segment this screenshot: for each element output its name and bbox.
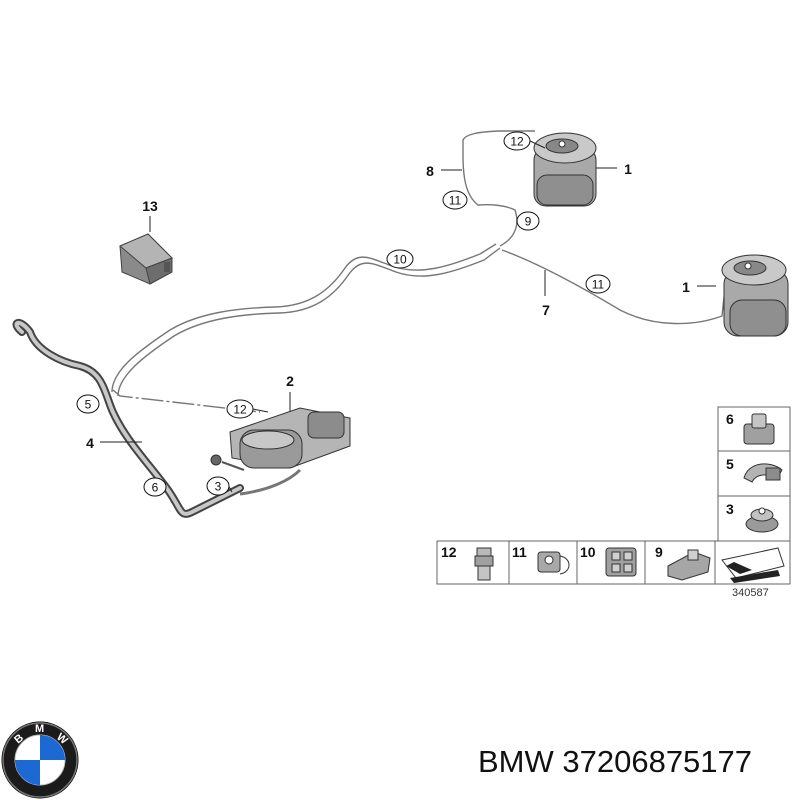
- bmw-logo-letter-m: M: [35, 723, 44, 735]
- label-2: 2: [286, 373, 294, 389]
- label-8: 8: [426, 163, 434, 179]
- callout-11-right: 11: [585, 274, 611, 294]
- clip-6-icon: [743, 413, 775, 445]
- svg-text:11: 11: [592, 278, 605, 292]
- svg-text:10: 10: [393, 253, 407, 267]
- svg-text:3: 3: [215, 480, 222, 494]
- air-lines: [111, 130, 726, 413]
- leader-lines: [100, 140, 716, 493]
- legend-label-11: 11: [512, 544, 527, 560]
- reference-number: 340587: [732, 587, 769, 599]
- grommet-3-icon: [745, 507, 779, 533]
- svg-text:12: 12: [510, 135, 524, 149]
- label-1-upper: 1: [624, 161, 632, 177]
- clip-11-icon: [537, 551, 570, 575]
- air-hose: [12, 319, 244, 518]
- callout-9: 9: [516, 211, 540, 231]
- circled-callouts: 12 11 9 10 11 5 12 6: [76, 131, 611, 497]
- legend-label-12: 12: [441, 544, 457, 560]
- callout-10: 10: [386, 249, 414, 269]
- control-unit: [119, 233, 173, 285]
- svg-text:5: 5: [85, 398, 92, 412]
- compressor-unit: [210, 407, 351, 496]
- callout-11-top: 11: [442, 190, 468, 210]
- label-4: 4: [86, 435, 94, 451]
- legend-right-column: 6 5 3: [717, 406, 791, 542]
- bmw-logo: B M W: [1, 721, 79, 799]
- callout-6: 6: [143, 477, 167, 497]
- clip-10-icon: [605, 547, 637, 577]
- svg-text:9: 9: [525, 215, 532, 229]
- arrow-direction-icon: [721, 547, 785, 583]
- legend-bottom-row: 12 11 10 9: [436, 540, 791, 585]
- connector-12-icon: [474, 547, 494, 581]
- callout-12-compressor: 12: [226, 399, 254, 419]
- svg-text:12: 12: [233, 403, 247, 417]
- callout-5: 5: [76, 394, 100, 414]
- clip-9-icon: [667, 549, 711, 581]
- legend-label-10: 10: [580, 544, 596, 560]
- legend-label-5: 5: [726, 456, 734, 472]
- air-spring-upper: [533, 132, 597, 207]
- callout-12-top: 12: [503, 131, 531, 151]
- legend-label-3: 3: [726, 501, 734, 517]
- part-caption: BMW 37206875177: [478, 744, 753, 779]
- legend-label-9: 9: [655, 544, 663, 560]
- callout-3: 3: [206, 476, 230, 496]
- label-7: 7: [542, 302, 550, 318]
- svg-text:6: 6: [152, 481, 159, 495]
- clip-5-icon: [743, 463, 783, 483]
- air-spring-lower: [721, 254, 789, 337]
- svg-text:11: 11: [449, 194, 462, 208]
- legend-label-6: 6: [726, 411, 734, 427]
- label-1-lower: 1: [682, 279, 690, 295]
- part-number-labels: 1 1 2 4 7 8 13: [86, 161, 690, 451]
- label-13: 13: [142, 198, 158, 214]
